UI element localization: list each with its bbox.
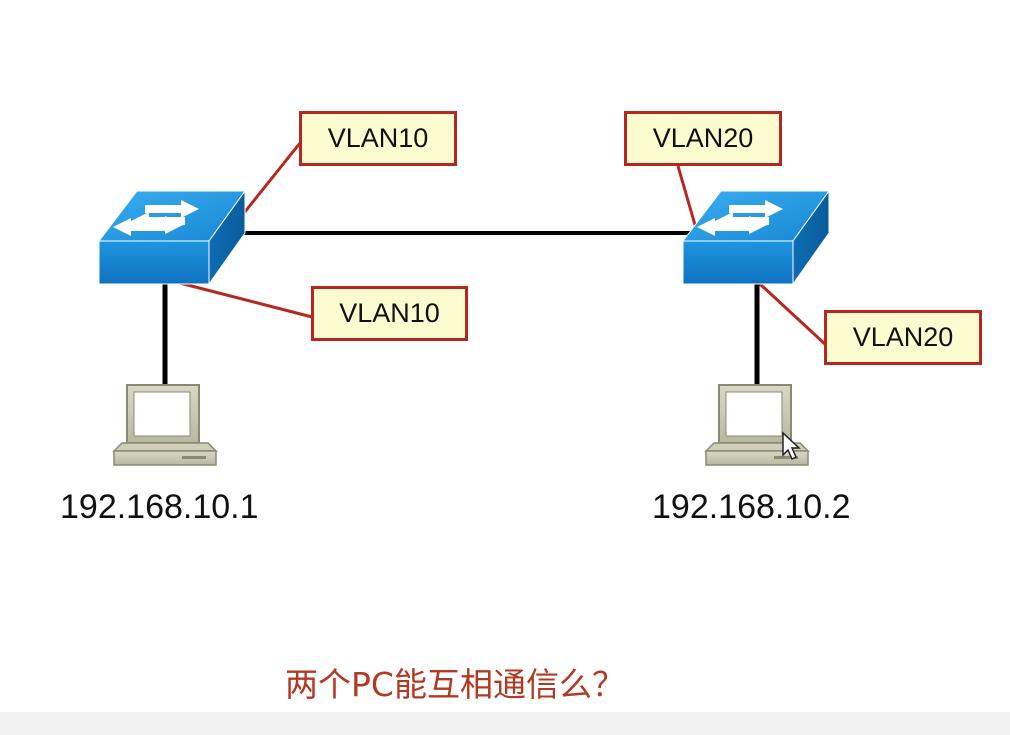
switch-icon [97,189,246,286]
right-switch-lower-vlan-label: VLAN20 [824,310,982,365]
callout-line-left-lower [171,279,313,319]
left-switch-lower-vlan-label: VLAN10 [311,286,468,341]
left-pc-ip-address: 192.168.10.1 [60,488,259,526]
callout-line-right-lower [758,282,828,347]
callout-line-right-upper [676,165,697,226]
switch-icon [681,189,830,286]
callout-line-left-upper [242,142,302,214]
right-pc-ip-address: 192.168.10.2 [652,488,851,526]
pc-icon [112,384,218,466]
question-text: 两个PC能互相通信么？ [285,665,625,704]
right-switch-upper-vlan-label: VLAN20 [624,111,782,166]
mouse-cursor-icon [782,431,801,461]
left-switch-upper-vlan-label: VLAN10 [299,111,457,166]
bottom-bar [0,712,1010,735]
